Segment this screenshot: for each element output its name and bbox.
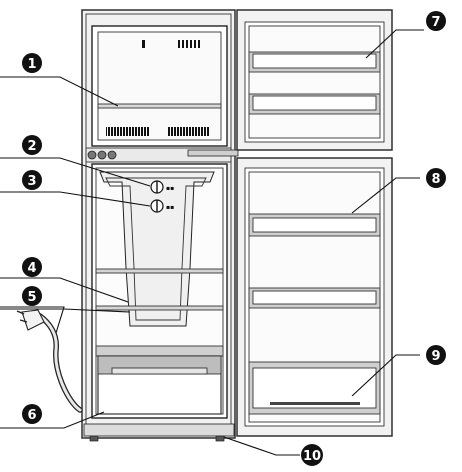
callout-1: 1 — [22, 53, 42, 73]
refrigerator-shelf-bottom — [95, 345, 224, 357]
freezer-bottom-vents — [106, 127, 210, 136]
refrigerator-door — [236, 157, 393, 437]
door-bottle-shelf — [248, 361, 381, 415]
svg-text:▪▪: ▪▪ — [166, 185, 174, 192]
temperature-dial-lower: ▪▪ — [150, 199, 174, 213]
freezer-top-vents — [142, 40, 200, 48]
indicator-light-3 — [107, 150, 117, 160]
refrigerator-door-shelf-upper — [248, 213, 381, 237]
svg-text:5: 5 — [27, 290, 36, 305]
leveling-foot-left — [89, 435, 99, 442]
svg-text:4: 4 — [27, 261, 36, 276]
indicator-light-2 — [97, 150, 107, 160]
indicator-light-1 — [87, 150, 97, 160]
crisper-drawer — [97, 355, 222, 415]
refrigerator-shelf-upper — [95, 268, 224, 274]
control-panel-strip — [85, 147, 239, 163]
leveling-feet — [89, 435, 225, 442]
freezer-door-shelf-lower — [248, 93, 381, 115]
freezer-shelf — [97, 103, 222, 109]
callout-8: 8 — [426, 168, 446, 188]
thermostat-housing: ▪▪ ▪▪ — [99, 171, 215, 327]
svg-text:1: 1 — [27, 57, 36, 72]
callout-7: 7 — [426, 11, 446, 31]
power-plug — [16, 309, 45, 331]
svg-text:10: 10 — [303, 449, 321, 464]
callout-3: 3 — [22, 170, 42, 190]
svg-text:2: 2 — [27, 139, 36, 154]
callout-9: 9 — [426, 345, 446, 365]
leveling-foot-right — [215, 435, 225, 442]
svg-text:▪▪: ▪▪ — [166, 204, 174, 211]
leader-lines — [0, 29, 424, 456]
callout-10: 10 — [301, 444, 323, 466]
power-cord — [16, 309, 83, 413]
callout-2: 2 — [22, 135, 42, 155]
freezer-door — [236, 9, 393, 151]
refrigerator-door-shelf-middle — [248, 287, 381, 309]
freezer-door-shelf-upper — [248, 51, 381, 73]
freezer-compartment — [91, 25, 228, 147]
callout-4: 4 — [22, 257, 42, 277]
callout-5: 5 — [22, 286, 42, 306]
svg-text:7: 7 — [431, 15, 440, 30]
svg-text:9: 9 — [431, 349, 440, 364]
refrigerator-compartment: ▪▪ ▪▪ — [91, 163, 228, 419]
callout-6: 6 — [22, 404, 42, 424]
svg-text:8: 8 — [431, 172, 440, 187]
svg-text:3: 3 — [27, 174, 36, 189]
refrigerator-shelf-lower — [95, 305, 224, 311]
temperature-dial-upper: ▪▪ — [150, 180, 174, 194]
svg-text:6: 6 — [27, 408, 36, 423]
middle-hinge — [187, 149, 239, 157]
